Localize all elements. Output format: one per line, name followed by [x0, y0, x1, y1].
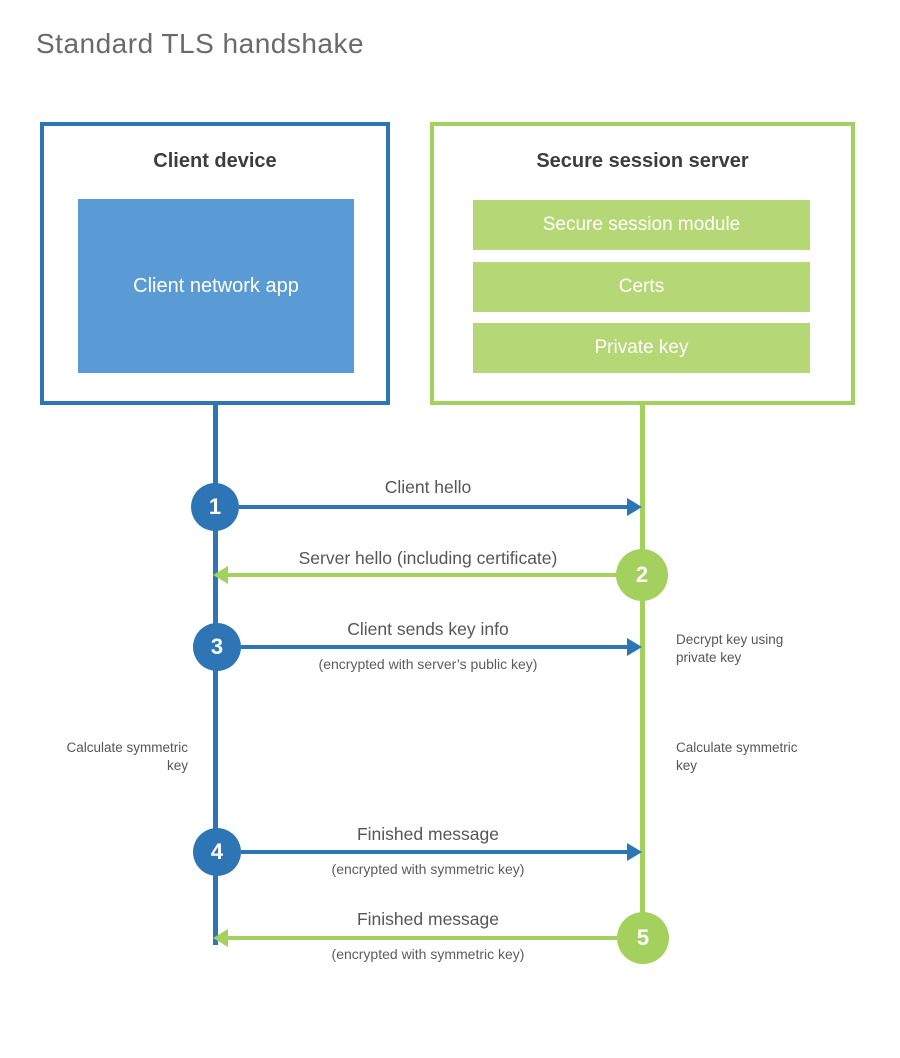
message-label-server-hello: Server hello (including certificate)	[298, 548, 558, 568]
arrow-right-icon	[627, 638, 642, 656]
message-label-client-hello: Client hello	[384, 477, 472, 497]
client-network-app-label: Client network app	[133, 275, 299, 297]
secure-session-server-title: Secure session server	[536, 150, 749, 172]
arrow-line-step4	[241, 850, 628, 854]
client-device-title: Client device	[153, 150, 277, 172]
page-title: Standard TLS handshake	[36, 28, 365, 59]
arrow-line-step2	[227, 573, 616, 577]
server-lifeline	[640, 403, 645, 945]
message-label-finished-server: Finished message	[356, 909, 500, 929]
server-module-certs: Certs	[473, 262, 810, 312]
client-lifeline	[213, 403, 218, 945]
step-badge-2: 2	[616, 549, 668, 601]
arrow-line-step5	[227, 936, 617, 940]
step-badge-4: 4	[193, 828, 241, 876]
step-badge-5: 5	[617, 912, 669, 964]
message-label-finished-client: Finished message	[356, 824, 500, 844]
arrow-right-icon	[627, 498, 642, 516]
arrow-right-icon	[627, 843, 642, 861]
message-sublabel-finished-client: (encrypted with symmetric key)	[331, 861, 525, 877]
message-sublabel-key-info: (encrypted with server’s public key)	[318, 656, 538, 672]
arrow-line-step3	[241, 645, 628, 649]
server-module-label: Secure session module	[542, 214, 741, 235]
server-module-label: Private key	[594, 337, 689, 358]
client-network-app-box: Client network app	[78, 199, 354, 373]
note-calculate-symmetric-left: Calculate symmetric key	[66, 740, 188, 773]
step-badge-1: 1	[191, 483, 239, 531]
arrow-left-icon	[213, 929, 228, 947]
step-badge-3: 3	[193, 623, 241, 671]
note-decrypt-key: Decrypt key using private key	[676, 632, 784, 665]
note-calculate-symmetric-right: Calculate symmetric key	[676, 740, 798, 773]
message-sublabel-finished-server: (encrypted with symmetric key)	[331, 946, 525, 962]
server-module-private-key: Private key	[473, 323, 810, 373]
message-label-key-info: Client sends key info	[347, 619, 509, 639]
server-module-label: Certs	[618, 276, 665, 297]
arrow-left-icon	[213, 566, 228, 584]
server-module-secure-session: Secure session module	[473, 200, 810, 250]
arrow-line-step1	[239, 505, 628, 509]
